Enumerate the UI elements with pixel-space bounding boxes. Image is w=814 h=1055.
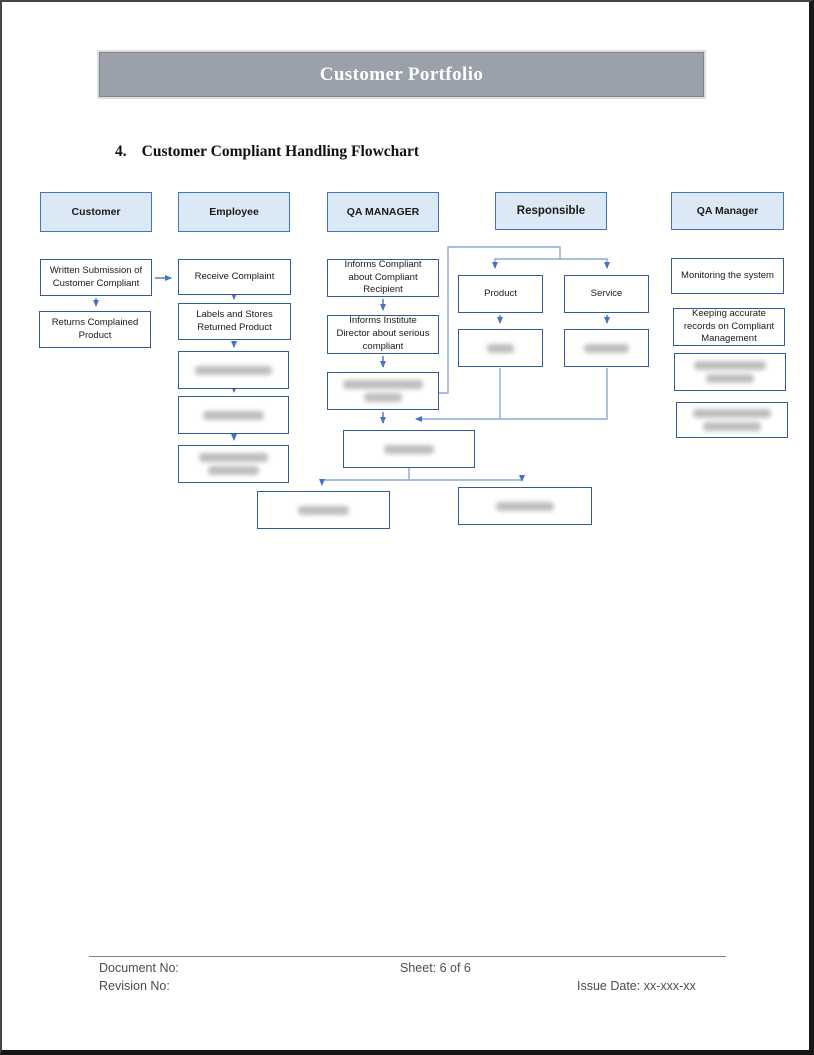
redacted-text: [298, 505, 349, 515]
flow-box-informs-compliant: Informs Compliant about Compliant Recipi…: [327, 259, 439, 297]
footer-divider: [89, 956, 726, 957]
flow-box-product: Product: [458, 275, 543, 313]
flow-box-returns-complained: Returns Complained Product: [39, 311, 151, 348]
flow-box-monitoring: Monitoring the system: [671, 258, 784, 294]
flow-box-keeping-records: Keeping accurate records on Compliant Ma…: [673, 308, 785, 346]
redacted-text: [706, 374, 754, 383]
flow-box-redacted: [327, 372, 439, 410]
redacted-text: [583, 343, 630, 353]
redacted-text: [383, 444, 435, 454]
redacted-text: [202, 410, 265, 420]
flow-box-redacted: [676, 402, 788, 438]
flow-box-redacted: [564, 329, 649, 367]
title-banner: Customer Portfolio: [99, 52, 704, 97]
flow-box-redacted: [178, 396, 289, 434]
redacted-text: [486, 343, 515, 353]
redacted-text: [693, 409, 771, 418]
flow-box-redacted: [178, 445, 289, 483]
flow-box-labels-stores: Labels and Stores Returned Product: [178, 303, 291, 340]
redacted-text: [694, 361, 766, 370]
lane-header-customer: Customer: [40, 192, 152, 232]
flow-box-redacted: [458, 487, 592, 525]
redacted-text: [207, 466, 260, 475]
flow-box-receive-complaint: Receive Complaint: [178, 259, 291, 295]
flow-box-redacted: [343, 430, 475, 468]
flow-box-redacted: [674, 353, 786, 391]
flow-box-written-submission: Written Submission of Customer Compliant: [40, 259, 152, 296]
section-number: 4.: [115, 143, 127, 160]
lane-header-responsible: Responsible: [495, 192, 607, 230]
redacted-text: [364, 393, 402, 402]
flow-box-redacted: [178, 351, 289, 389]
lane-header-employee: Employee: [178, 192, 290, 232]
footer-issue-date: Issue Date: xx-xxx-xx: [577, 979, 696, 993]
redacted-text: [495, 501, 555, 511]
redacted-text: [198, 453, 269, 462]
banner-title: Customer Portfolio: [319, 63, 484, 85]
redacted-text: [703, 422, 761, 431]
footer-revision-no: Revision No:: [99, 979, 170, 993]
lane-header-qa-manager-2: QA Manager: [671, 192, 784, 230]
section-heading: 4. Customer Compliant Handling Flowchart: [115, 143, 419, 161]
lane-header-qa-manager-1: QA MANAGER: [327, 192, 439, 232]
footer-document-no: Document No:: [99, 961, 179, 975]
flow-box-service: Service: [564, 275, 649, 313]
flow-box-redacted: [257, 491, 390, 529]
redacted-text: [343, 380, 423, 389]
section-title: Customer Compliant Handling Flowchart: [141, 143, 420, 160]
footer-sheet: Sheet: 6 of 6: [400, 961, 471, 975]
redacted-text: [194, 365, 273, 375]
flow-box-informs-director: Informs Institute Director about serious…: [327, 315, 439, 354]
flow-box-redacted: [458, 329, 543, 367]
